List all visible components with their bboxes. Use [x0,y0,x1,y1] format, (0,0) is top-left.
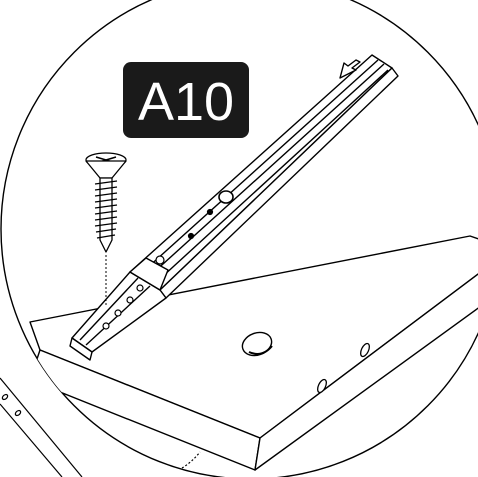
step-badge-label: A10 [138,72,234,132]
panel-side-holes [317,342,370,394]
push-direction-arrow-icon [339,59,361,79]
rail-holes [102,190,234,330]
step-badge: A10 [123,62,249,138]
background-panel-fragment [0,377,201,477]
countersunk-phillips-screw-icon [85,152,127,253]
step-badge-box [123,62,249,138]
drawer-slide-rail [69,54,399,361]
